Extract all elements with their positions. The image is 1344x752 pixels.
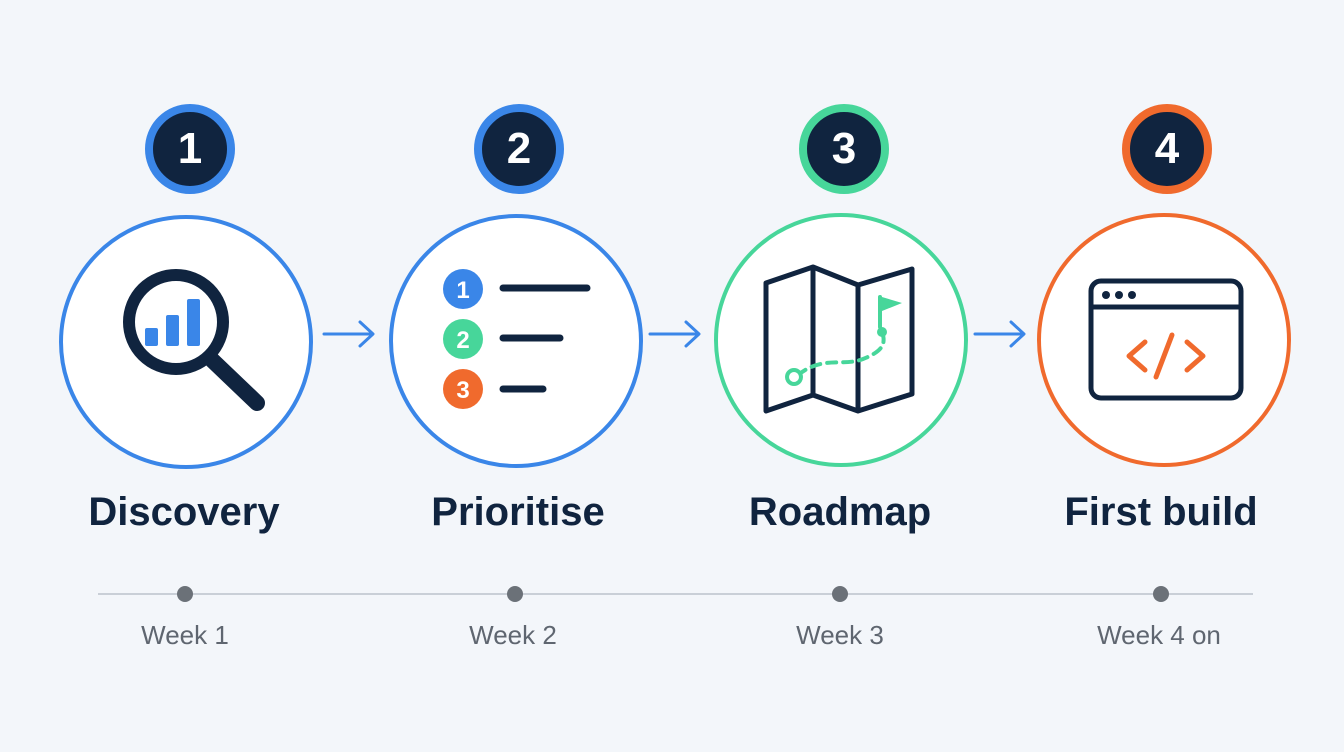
step-1-badge: 1 xyxy=(145,104,235,194)
arrow-right-icon xyxy=(973,320,1026,348)
step-3-title: Roadmap xyxy=(748,490,932,534)
step-1-circle xyxy=(59,215,313,469)
step-3-circle xyxy=(714,213,968,467)
map-route-icon xyxy=(763,264,915,414)
step-2-title: Prioritise xyxy=(431,490,605,534)
numbered-list-icon: 1 2 3 xyxy=(443,269,591,409)
list-bullet-2 xyxy=(443,319,483,359)
timeline-label-3: Week 3 xyxy=(796,620,884,650)
step-4-circle xyxy=(1037,213,1291,467)
list-bullet-1 xyxy=(443,269,483,309)
timeline-line xyxy=(98,593,1253,595)
step-4-title: First build xyxy=(1064,490,1258,534)
step-3-badge: 3 xyxy=(799,104,889,194)
step-4-badge: 4 xyxy=(1122,104,1212,194)
list-bullet-3 xyxy=(443,369,483,409)
step-2-number: 2 xyxy=(506,124,532,173)
magnifier-chart-icon xyxy=(123,269,265,411)
list-number-2: 2 xyxy=(456,327,469,354)
step-4-number: 4 xyxy=(1154,124,1180,173)
timeline-label-2: Week 2 xyxy=(469,620,557,650)
list-number-3: 3 xyxy=(456,377,469,404)
timeline-label-1: Week 1 xyxy=(141,620,229,650)
step-1-number: 1 xyxy=(177,124,203,173)
arrow-right-icon xyxy=(648,320,701,348)
step-3-number: 3 xyxy=(831,124,857,173)
arrow-right-icon xyxy=(322,320,375,348)
list-number-1: 1 xyxy=(456,277,469,304)
browser-code-icon xyxy=(1088,278,1244,401)
timeline-label-4: Week 4 on xyxy=(1097,620,1221,650)
step-2-badge: 2 xyxy=(474,104,564,194)
timeline-dot-4 xyxy=(1153,586,1169,602)
timeline-dot-1 xyxy=(177,586,193,602)
timeline-dot-2 xyxy=(507,586,523,602)
timeline-dot-3 xyxy=(832,586,848,602)
step-2-circle: 1 2 3 xyxy=(389,214,643,468)
step-1-title: Discovery xyxy=(88,490,280,534)
